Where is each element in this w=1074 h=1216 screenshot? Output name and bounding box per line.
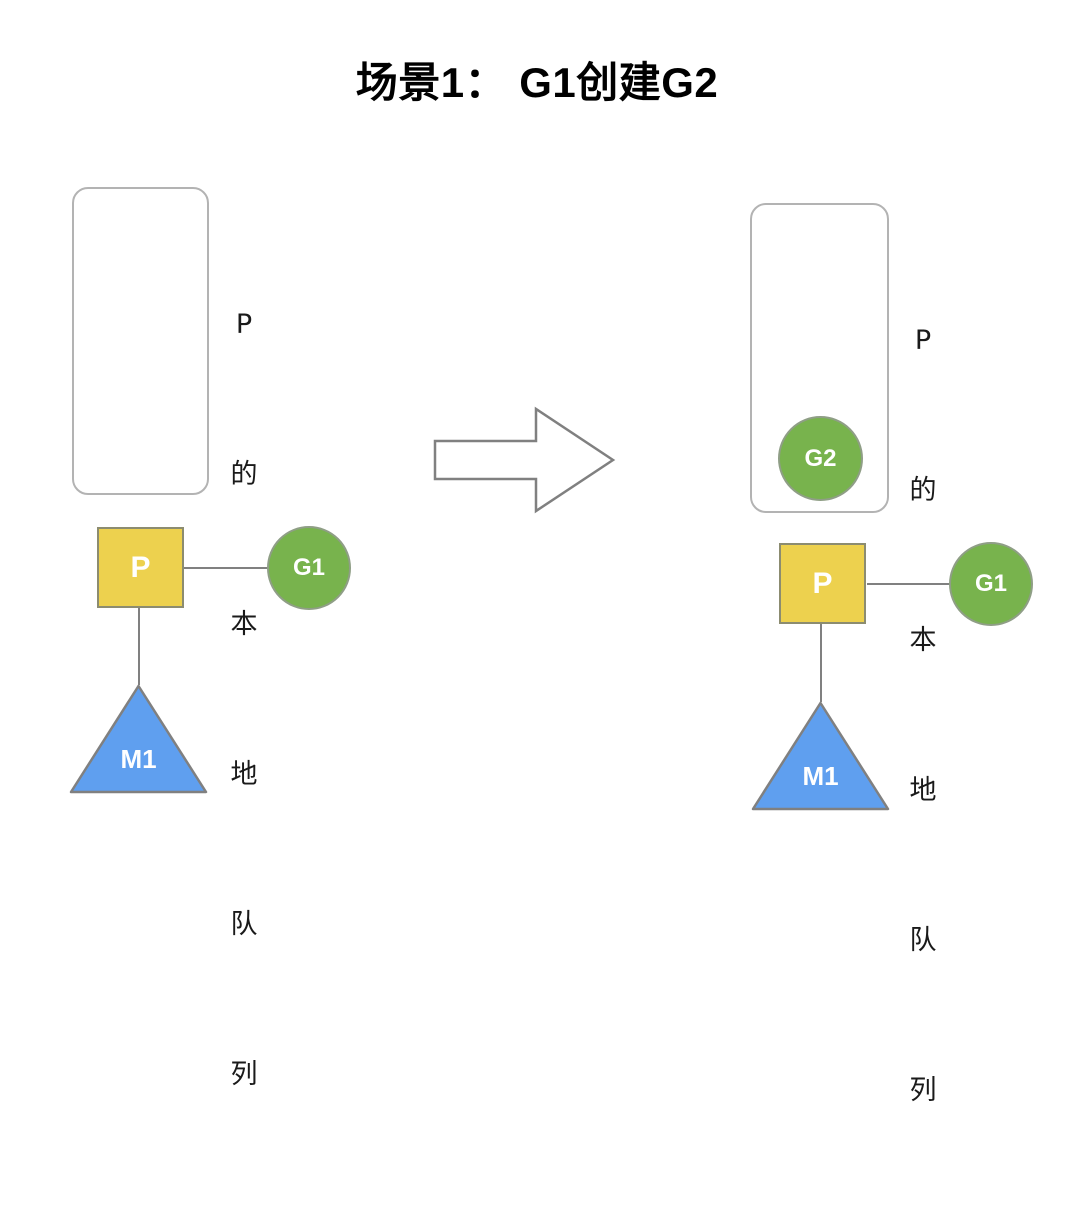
right-arrow-icon-shape — [433, 406, 616, 514]
caption-char: 本 — [230, 609, 258, 640]
right-goroutine-g1[interactable]: G1 — [949, 542, 1033, 626]
right-goroutine-g1-label: G1 — [974, 570, 1007, 597]
right-connector-p-to-g1 — [867, 583, 953, 585]
caption-char: 地 — [909, 775, 937, 806]
left-connector-p-to-g1 — [184, 567, 272, 569]
caption-char: 的 — [909, 475, 937, 506]
caption-char: 本 — [909, 625, 937, 656]
caption-char: 的 — [230, 459, 258, 490]
right-local-queue-caption: P 的 本 地 队 列 — [903, 216, 943, 1216]
right-proc-label: P — [812, 566, 833, 600]
left-goroutine-g1-label: G1 — [292, 554, 325, 581]
diagram-canvas: 场景1： G1创建G2 P 的 本 地 队 列 P G1 — [69, 59, 1033, 1106]
caption-char: 队 — [909, 925, 937, 956]
left-local-queue-caption: P 的 本 地 队 列 — [224, 200, 264, 1200]
right-proc-box[interactable]: P — [779, 543, 866, 624]
caption-char: 地 — [230, 759, 258, 790]
right-goroutine-g2-label: G2 — [804, 444, 837, 472]
left-local-queue-box — [72, 187, 209, 495]
caption-char: 队 — [230, 909, 258, 940]
left-proc-box[interactable]: P — [97, 527, 184, 608]
right-goroutine-g2[interactable]: G2 — [778, 416, 863, 501]
left-machine-m1-shape — [69, 684, 208, 794]
left-machine-m1[interactable]: M1 — [69, 684, 208, 794]
page-title: 场景1： G1创建G2 — [355, 59, 719, 106]
right-machine-m1-shape — [751, 701, 890, 811]
caption-char: P — [235, 309, 253, 340]
right-machine-m1[interactable]: M1 — [751, 701, 890, 811]
caption-char: P — [914, 325, 932, 356]
left-connector-p-to-m1 — [138, 608, 140, 685]
caption-char: 列 — [909, 1075, 937, 1106]
caption-char: 列 — [230, 1059, 258, 1090]
right-connector-p-to-m1 — [820, 624, 822, 702]
left-proc-label: P — [130, 550, 151, 584]
right-arrow-icon — [432, 398, 617, 528]
left-goroutine-g1[interactable]: G1 — [267, 526, 351, 610]
